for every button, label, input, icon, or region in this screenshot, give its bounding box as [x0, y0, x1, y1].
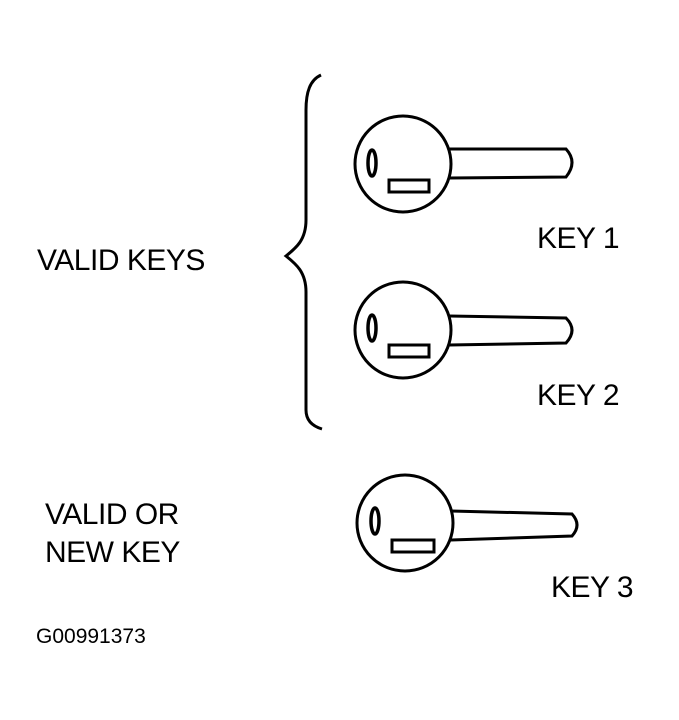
key-2-label: KEY 2: [537, 379, 620, 412]
key-1-icon: [353, 114, 574, 214]
new-key-label: NEW KEY: [45, 536, 180, 569]
brace-icon: [283, 73, 323, 431]
valid-or-label: VALID OR: [45, 498, 179, 531]
figure-id: G00991373: [36, 625, 146, 648]
key-1-label: KEY 1: [537, 222, 620, 255]
valid-keys-label: VALID KEYS: [37, 244, 205, 277]
key-2-icon: [353, 280, 574, 380]
key-3-label: KEY 3: [551, 571, 634, 604]
key-3-icon: [355, 473, 579, 573]
